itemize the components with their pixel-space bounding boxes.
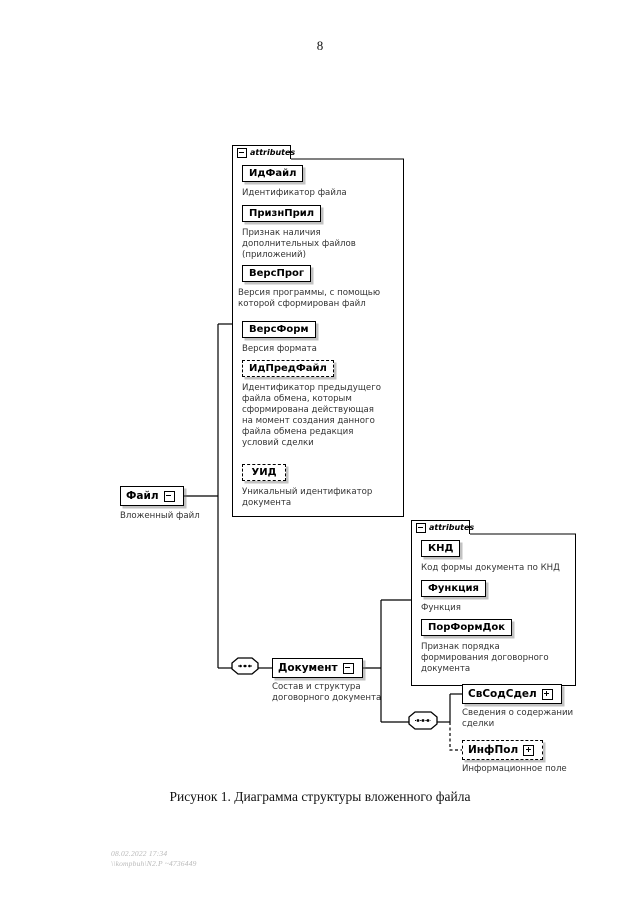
- node-dokument-label: Документ: [278, 661, 338, 674]
- figure-caption: Рисунок 1. Диаграмма структуры вложенног…: [169, 789, 471, 804]
- footer-timestamp: 08.02.2022 17:34: [111, 849, 168, 858]
- attr-idpredfajl-desc: Идентификатор предыдущего файла обмена, …: [242, 383, 381, 448]
- footer-path: \\kompbuh\N2.P ~4736449: [111, 858, 197, 868]
- attr-uid[interactable]: УИД: [242, 464, 286, 481]
- minus-icon[interactable]: [237, 147, 247, 158]
- attr-porformdok-desc: Признак порядка формирования договорного…: [421, 642, 549, 674]
- page-footer: 08.02.2022 17:34 \\kompbuh\N2.P ~4736449: [111, 849, 197, 868]
- attr-uid-desc: Уникальный идентификатор документа: [242, 487, 373, 508]
- plus-icon[interactable]: [523, 744, 535, 756]
- attr-knd-desc: Код формы документа по КНД: [421, 563, 560, 573]
- attr-versprog-desc: Версия программы, с помощью которой сфор…: [238, 288, 381, 309]
- attr-idfajl[interactable]: ИдФайл: [242, 165, 304, 182]
- minus-icon[interactable]: [342, 662, 354, 674]
- node-fajl-label: Файл: [126, 489, 159, 502]
- node-dokument-caption: Состав и структура договорного документа: [272, 682, 382, 703]
- node-infpol[interactable]: ИнфПол: [462, 740, 544, 760]
- page-number: 8: [316, 38, 324, 53]
- node-fajl-caption: Вложенный файл: [120, 511, 200, 521]
- minus-icon[interactable]: [416, 522, 426, 533]
- attr-versform-desc: Версия формата: [242, 344, 317, 354]
- document-attributes-tab[interactable]: attributes: [411, 520, 474, 534]
- node-fajl[interactable]: Файл: [120, 486, 184, 506]
- attr-versform[interactable]: ВерсФорм: [242, 321, 316, 338]
- node-svsodsdel-caption: Сведения о содержании сделки: [462, 708, 574, 729]
- document-attributes-panel: [411, 534, 576, 686]
- minus-icon[interactable]: [163, 490, 175, 502]
- attr-priznpril-desc: Признак наличия дополнительных файлов (п…: [242, 228, 356, 260]
- node-svsodsdel-label: СвСодСдел: [468, 687, 537, 700]
- node-dokument[interactable]: Документ: [272, 658, 363, 678]
- attr-funkciya-desc: Функция: [421, 603, 461, 613]
- attr-idfajl-desc: Идентификатор файла: [242, 188, 347, 198]
- node-svsodsdel[interactable]: СвСодСдел: [462, 684, 562, 704]
- attr-idpredfajl[interactable]: ИдПредФайл: [242, 360, 334, 377]
- attr-funkciya[interactable]: Функция: [421, 580, 486, 597]
- node-infpol-label: ИнфПол: [468, 743, 519, 756]
- file-attributes-tab-label: attributes: [250, 148, 296, 157]
- plus-icon[interactable]: [541, 688, 553, 700]
- node-infpol-caption: Информационное поле: [462, 764, 567, 774]
- file-attributes-tab[interactable]: attributes: [232, 145, 295, 159]
- attr-porformdok[interactable]: ПорФормДок: [421, 619, 513, 636]
- attr-knd[interactable]: КНД: [421, 540, 461, 557]
- attr-priznpril[interactable]: ПризнПрил: [242, 205, 322, 222]
- attr-versprog[interactable]: ВерсПрог: [242, 265, 312, 282]
- document-attributes-tab-label: attributes: [429, 523, 475, 532]
- schema-diagram: Файл Вложенный файл attributes ИдФайл Ид…: [120, 145, 576, 774]
